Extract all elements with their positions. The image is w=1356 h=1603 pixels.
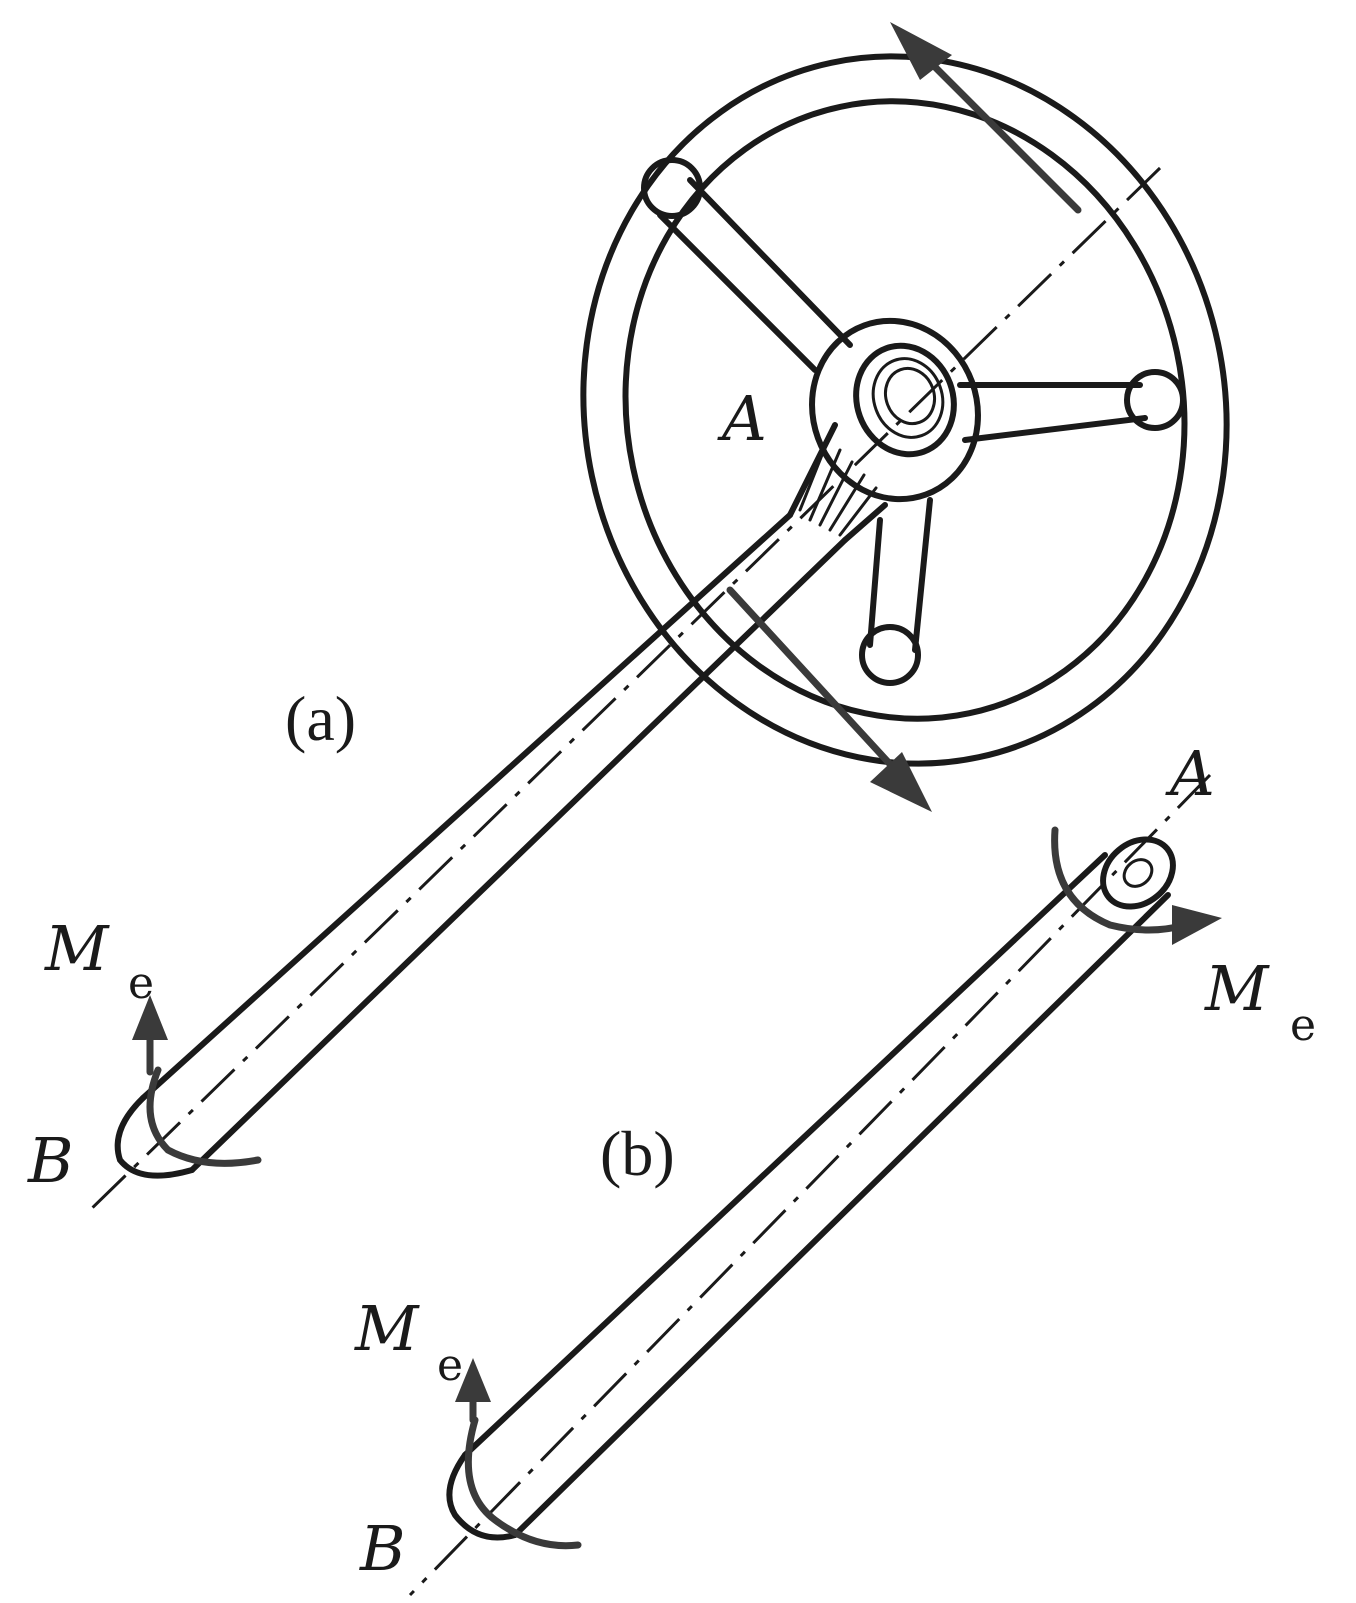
wheel-spoke-upper xyxy=(641,157,853,373)
label-moment-a: M e xyxy=(44,912,154,1009)
torque-arrow-a xyxy=(132,995,262,1167)
svg-text:e: e xyxy=(1290,1000,1316,1051)
svg-text:e: e xyxy=(437,1340,463,1391)
svg-text:M: M xyxy=(1204,952,1270,1025)
torque-arrow-b-bottom xyxy=(455,1358,582,1550)
label-moment-b-top: M e xyxy=(1204,952,1316,1051)
force-arrow-upper xyxy=(890,22,1082,214)
steering-wheel xyxy=(580,53,1230,767)
svg-text:e: e xyxy=(128,958,154,1009)
shaft-a xyxy=(83,166,1162,1217)
force-arrow-lower xyxy=(726,586,932,812)
label-a-wheel: A xyxy=(717,382,767,455)
caption-b: (b) xyxy=(600,1118,675,1189)
torque-arrow-b-top xyxy=(1051,826,1222,945)
label-b-shaft-b: B xyxy=(359,1512,406,1585)
label-a-shaft-b: A xyxy=(1165,737,1215,810)
shaft-b xyxy=(408,773,1212,1597)
wheel-rim-outer xyxy=(580,53,1230,767)
spline-connection xyxy=(787,422,888,543)
label-moment-b-bottom: M e xyxy=(354,1292,463,1391)
wheel-spoke-right xyxy=(957,369,1186,443)
caption-a: (a) xyxy=(285,683,356,754)
wheel-rim-inner xyxy=(622,98,1188,722)
svg-text:M: M xyxy=(354,1292,420,1365)
wheel-hub xyxy=(809,317,981,503)
label-b-shaft-a: B xyxy=(27,1124,74,1197)
wheel-spoke-lower xyxy=(859,497,933,686)
svg-text:M: M xyxy=(44,912,110,985)
